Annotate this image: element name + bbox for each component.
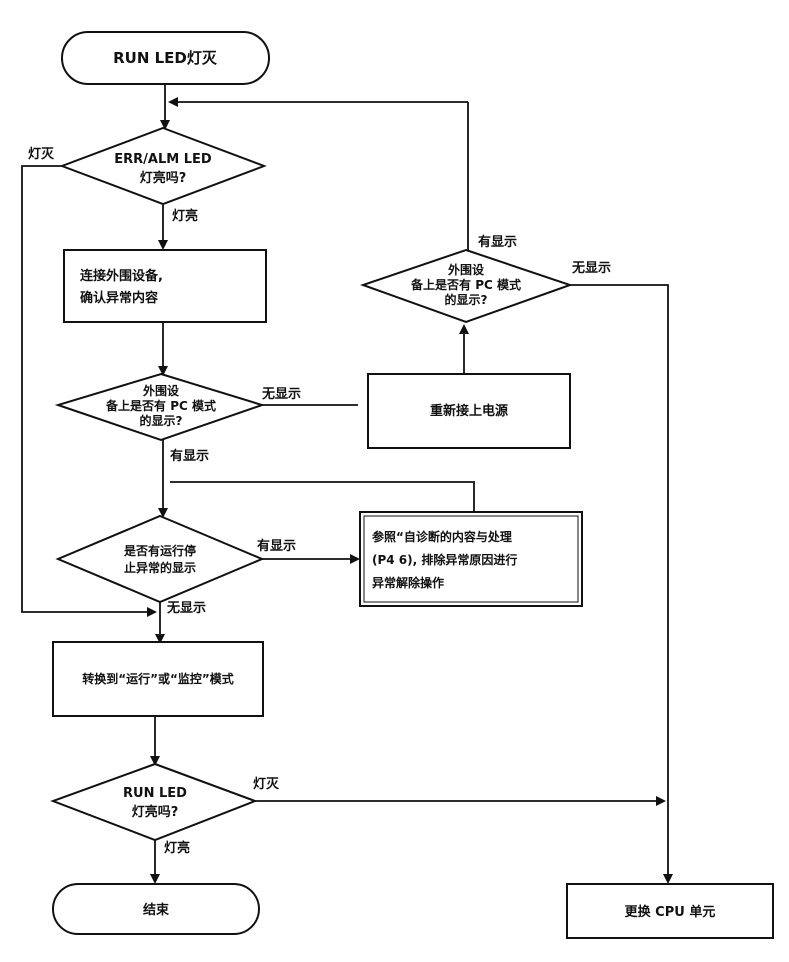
switch-mode-box: [52, 641, 264, 717]
pc2-none-label: 无显示: [571, 261, 611, 276]
err-alm-diamond-shape: [59, 126, 267, 206]
pc-display-decision-1: 外围设 备上是否有 PC 模式 的显示?: [54, 372, 266, 442]
switch-mode-process: 转换到“运行”或“监控”模式: [52, 641, 264, 717]
run-led-label-line2: 灯亮吗?: [132, 804, 179, 820]
connectors: [21, 84, 673, 884]
pc-display-diamond-1-shape: [54, 372, 266, 442]
pc2-has-label: 有显示: [478, 234, 517, 250]
run-led-decision: RUN LED 灯亮吗?: [50, 762, 258, 842]
run-stop-none-label: 无显示: [166, 601, 206, 616]
reconnect-power-box: [367, 373, 571, 449]
pc1-label-line2: 备上是否有 PC 模式: [105, 398, 216, 413]
run-led-on-label: 灯亮: [164, 840, 190, 856]
edge-pc2-replace: [570, 284, 673, 884]
run-led-label-line1: RUN LED: [123, 786, 187, 801]
pc-display-decision-2: 外围设 备上是否有 PC 模式 的显示?: [359, 248, 574, 324]
edge-labels: 灯灭 灯亮 无显示 有显示 有显示 无显示 有显示 无显示 灯灭 灯亮: [28, 146, 611, 856]
start-terminator-shape: [61, 31, 270, 85]
connect-label-line2: 确认异常内容: [80, 290, 158, 306]
switch-mode-label: 转换到“运行”或“监控”模式: [82, 671, 234, 686]
pc2-label-line2: 备上是否有 PC 模式: [410, 277, 521, 292]
reconnect-power-process: 重新接上电源: [367, 373, 571, 449]
pc2-label-line3: 的显示?: [445, 292, 488, 307]
end-label: 结束: [143, 902, 170, 918]
self-diag-label-line1: 参照“自诊断的内容与处理: [372, 529, 512, 544]
connect-peripheral-box: [63, 249, 267, 323]
edge-err-bypass: [21, 165, 157, 617]
run-stop-decision: 是否有运行停 止异常的显示: [55, 514, 265, 604]
replace-cpu-process: 更换 CPU 单元: [566, 883, 774, 939]
err-off-label: 灯灭: [28, 146, 55, 162]
start-label: RUN LED灯灭: [113, 49, 218, 67]
err-alm-label-line2: 灯亮吗?: [140, 170, 187, 186]
pc2-label-line1: 外围设: [448, 262, 485, 277]
err-on-label: 灯亮: [172, 208, 198, 224]
run-stop-label-line2: 止异常的显示: [124, 560, 196, 575]
run-led-off-label: 灯灭: [253, 776, 280, 792]
err-alm-decision: ERR/ALM LED 灯亮吗?: [59, 126, 267, 206]
end-terminator-shape: [52, 883, 260, 935]
end-node: 结束: [52, 883, 260, 935]
pc1-none-label: 无显示: [261, 387, 301, 402]
run-stop-has-label: 有显示: [257, 538, 296, 554]
err-alm-label-line1: ERR/ALM LED: [114, 152, 212, 167]
pc1-label-line1: 外围设: [143, 383, 180, 398]
connect-label-line1: 连接外围设备,: [80, 268, 163, 284]
self-diag-label-line3: 异常解除操作: [372, 575, 444, 590]
self-diagnosis-box-inner: [363, 515, 579, 603]
reconnect-power-label: 重新接上电源: [430, 403, 508, 419]
pc1-label-line3: 的显示?: [140, 413, 183, 428]
self-diagnosis-process: 参照“自诊断的内容与处理 (P4 6), 排除异常原因进行 异常解除操作: [359, 511, 583, 607]
replace-cpu-box: [566, 883, 774, 939]
start-node: RUN LED灯灭: [61, 31, 270, 85]
self-diagnosis-box-outer: [359, 511, 583, 607]
edge-selfdiag-return: [170, 481, 475, 512]
run-stop-label-line1: 是否有运行停: [123, 543, 196, 558]
pc-display-diamond-2-shape: [359, 248, 574, 324]
connect-peripheral-process: 连接外围设备, 确认异常内容: [63, 249, 267, 323]
pc1-has-label: 有显示: [170, 448, 209, 464]
run-led-diamond-shape: [50, 762, 258, 842]
run-stop-diamond-shape: [55, 514, 265, 604]
self-diag-label-line2: (P4 6), 排除异常原因进行: [372, 552, 517, 567]
replace-cpu-label: 更换 CPU 单元: [625, 904, 716, 920]
